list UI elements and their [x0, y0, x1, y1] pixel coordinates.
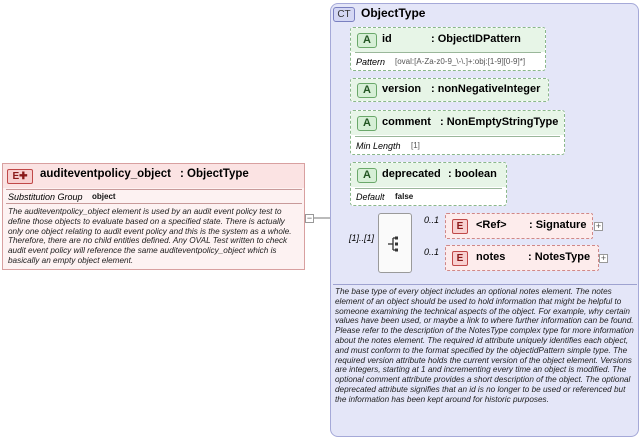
element-badge: E✚: [7, 169, 33, 184]
attribute-comment[interactable]: A comment : NonEmptyStringType Min Lengt…: [350, 110, 565, 155]
child-badge: E: [452, 251, 468, 266]
attribute-name: version: [382, 83, 422, 95]
child-notes[interactable]: E notes : NotesType: [445, 245, 599, 271]
attribute-name: id: [382, 33, 392, 45]
facet-key: Min Length: [356, 141, 401, 151]
substitution-group-value: object: [92, 192, 116, 201]
plus-icon[interactable]: +: [599, 253, 608, 263]
attribute-comment-header: [351, 111, 564, 135]
child-occurrence: 0..1: [424, 215, 440, 225]
attribute-badge: A: [357, 116, 377, 131]
attribute-type: : ObjectIDPattern: [431, 33, 521, 45]
element-type: : ObjectType: [180, 168, 249, 180]
separator: [6, 203, 302, 204]
child-badge: E: [452, 219, 468, 234]
facet-key: Default: [356, 192, 385, 202]
child-occurrence: 0..1: [424, 247, 440, 257]
separator: [355, 136, 560, 137]
facet-value: [1]: [411, 141, 420, 150]
child-type: : NotesType: [528, 251, 591, 263]
plus-icon: ✚: [19, 171, 28, 182]
attribute-id-header: [351, 28, 545, 52]
attribute-name: comment: [382, 116, 431, 128]
sequence-compositor[interactable]: [378, 213, 412, 273]
separator: [6, 189, 302, 190]
attribute-badge: A: [357, 168, 377, 183]
element-badge-letter: E: [12, 171, 20, 182]
attribute-id[interactable]: A id : ObjectIDPattern Pattern [oval:[A-…: [350, 27, 546, 71]
attribute-deprecated[interactable]: A deprecated : boolean Default false: [350, 162, 507, 206]
child-name: notes: [476, 251, 506, 263]
element-name: auditeventpolicy_object: [40, 168, 172, 180]
substitution-group-label: Substitution Group: [8, 192, 83, 202]
sequence-compositor-icon: [388, 236, 398, 252]
attribute-type: : boolean: [448, 168, 497, 180]
facet-key: Pattern: [356, 57, 386, 67]
attribute-badge: A: [357, 83, 377, 98]
facet-value: [oval:[A-Za-z0-9_\-\.]+:obj:[1-9][0-9]*]: [395, 57, 526, 66]
separator: [355, 52, 541, 53]
attribute-version[interactable]: A version : nonNegativeInteger: [350, 78, 549, 102]
complex-type-description: The base type of every object includes a…: [335, 287, 634, 404]
separator: [333, 284, 637, 285]
attribute-version-header: [351, 79, 548, 101]
facet-value: false: [395, 192, 414, 201]
minus-icon[interactable]: −: [305, 213, 314, 223]
element-description: The auditeventpolicy_object element is u…: [8, 207, 292, 265]
complex-type-name[interactable]: ObjectType: [361, 6, 426, 20]
child-signature[interactable]: E <Ref> : Signature: [445, 213, 593, 239]
plus-icon[interactable]: +: [594, 221, 603, 231]
child-type: : Signature: [529, 219, 587, 231]
attribute-badge: A: [357, 33, 377, 48]
attribute-type: : NonEmptyStringType: [440, 116, 559, 128]
attribute-name: deprecated: [382, 168, 441, 180]
element-box[interactable]: E✚ auditeventpolicy_object : ObjectType …: [2, 163, 305, 270]
sequence-occurrence: [1]..[1]: [349, 233, 375, 243]
attribute-type: : nonNegativeInteger: [431, 83, 541, 95]
separator: [355, 188, 502, 189]
element-header: [3, 164, 304, 188]
child-name: <Ref>: [476, 219, 507, 231]
complex-type-badge: CT: [333, 7, 355, 22]
